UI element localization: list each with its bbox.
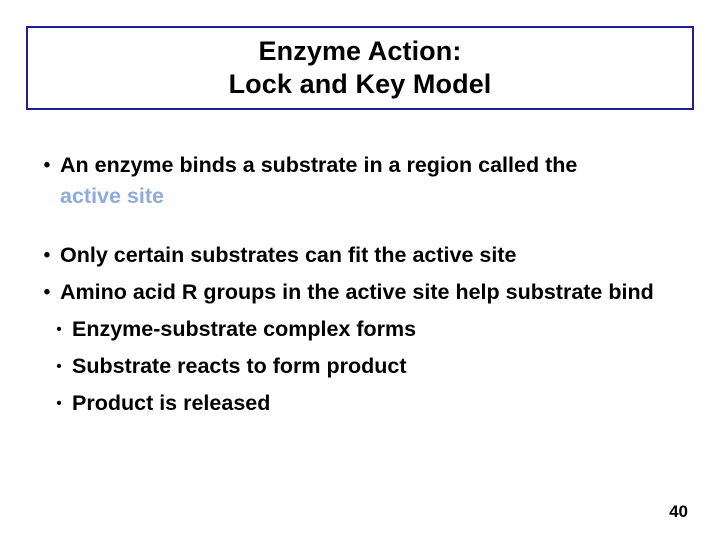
bullet-text-6: Product is released (72, 391, 271, 415)
bullet-text-2: Only certain substrates can fit the acti… (60, 243, 517, 267)
bullet-text-1-continuation: active site (60, 184, 164, 208)
bullet-marker-icon: • (56, 321, 62, 338)
bullet-marker-icon: • (43, 155, 51, 176)
title-line-1: Enzyme Action: (258, 36, 462, 66)
bullet-text-1: An enzyme binds a substrate in a region … (60, 153, 578, 177)
title-line-2: Lock and Key Model (228, 69, 492, 99)
bullet-marker-icon: • (43, 282, 51, 303)
body-content: • An enzyme binds a substrate in a regio… (26, 150, 694, 419)
bullet-item-4: • Enzyme-substrate complex forms (26, 314, 694, 345)
bullet-text-3: Amino acid R groups in the active site h… (60, 280, 654, 304)
spacer-1 (26, 212, 694, 240)
bullet-item-1: • An enzyme binds a substrate in a regio… (26, 150, 694, 181)
title-box: Enzyme Action: Lock and Key Model (26, 26, 694, 110)
bullet-item-5: • Substrate reacts to form product (26, 351, 694, 382)
bullet-item-2: • Only certain substrates can fit the ac… (26, 240, 694, 271)
page-number: 40 (669, 502, 688, 521)
bullet-item-6: • Product is released (26, 388, 694, 419)
bullet-text-5: Substrate reacts to form product (72, 354, 407, 378)
bullet-marker-icon: • (56, 395, 62, 412)
bullet-item-3: • Amino acid R groups in the active site… (26, 277, 694, 308)
bullet-marker-icon: • (56, 358, 62, 375)
bullet-marker-icon: • (43, 245, 51, 266)
bullet-text-4: Enzyme-substrate complex forms (72, 317, 417, 341)
